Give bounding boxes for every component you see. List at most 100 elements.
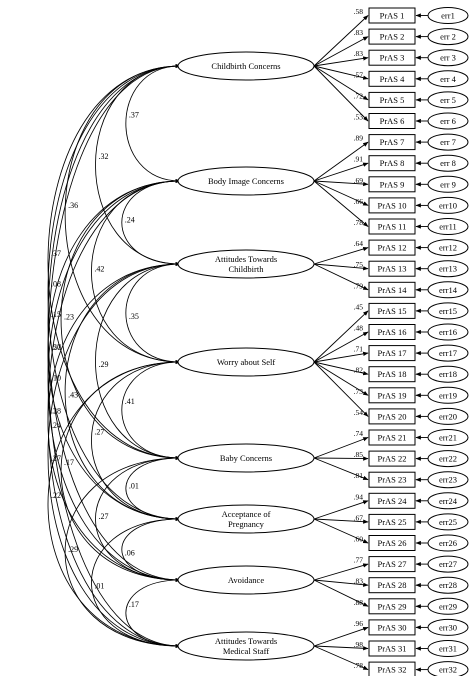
correlation-value: .32 [98,152,108,161]
error-term: err 7 [415,133,469,151]
error-label: err 3 [440,53,456,63]
correlation-arc [125,577,181,649]
correlation-arc [47,63,181,583]
indicator-box [368,471,416,488]
correlation-value: .01 [129,482,139,491]
loading-value: .53 [354,113,364,122]
error-term: err20 [415,407,469,425]
error-label: err 2 [440,32,456,42]
loading-path [313,65,369,80]
error-term: err 5 [415,91,469,109]
error-term: err31 [415,640,469,657]
indicator-box [368,324,416,340]
indicator-label: PrAS 19 [377,390,406,400]
indicator-label: PrAS 21 [377,433,406,443]
error-ellipse [427,175,469,193]
error-ellipse [427,576,469,594]
error-ellipse [427,154,469,172]
latent-ellipse [177,565,315,595]
error-term: err 2 [415,28,469,46]
indicator: PrAS 15 [368,302,416,319]
loading-path [313,180,369,227]
correlation-value: .57 [51,343,61,352]
loading-path [313,645,369,671]
loading-value: .58 [354,7,364,16]
loading-path [313,518,369,544]
correlation-arc [64,455,181,649]
error-ellipse [427,302,469,320]
loading-value: .85 [354,450,364,459]
indicator: PrAS 8 [368,155,416,172]
indicator: PrAS 7 [368,134,416,151]
latent-ellipse [177,347,315,377]
correlation-value: .28 [51,407,61,416]
indicator-label: PrAS 8 [380,158,405,168]
correlation-arcs: .37.32.36.37.08.15.57.24.42.23.20.10.28.… [47,63,181,649]
error-label: err14 [439,285,458,295]
correlation-arc [91,359,181,522]
error-term: err1 [415,7,469,24]
indicator-box [368,91,416,108]
error-label: err1 [441,11,455,21]
loading-value: .74 [354,429,364,438]
loading-path [313,56,369,67]
error-ellipse [427,492,469,510]
loading-path [313,180,369,187]
error-term: err32 [415,661,469,679]
indicator-label: PrAS 25 [377,517,406,527]
error-label: err29 [439,601,457,611]
loading-path [313,263,369,291]
correlation-value: .08 [51,280,61,289]
error-ellipse [427,386,469,404]
error-term: err14 [415,281,469,299]
indicator-box [368,408,416,425]
indicator: PrAS 25 [368,513,416,530]
indicator: PrAS 30 [368,619,416,636]
indicator-box [368,239,416,256]
indicator: PrAS 14 [368,281,416,298]
error-term: err11 [415,218,469,235]
error-label: err 8 [440,158,456,168]
error-label: err32 [439,665,457,675]
indicator-box [368,176,416,193]
loading-path [313,361,369,417]
loading-path [313,456,369,461]
correlation-arc [64,261,181,522]
loading-value: .91 [354,155,364,164]
correlation-value: .29 [68,545,78,554]
correlation-arc [125,261,181,365]
loading-path [313,65,369,101]
correlation-arc [47,359,181,649]
error-label: err12 [439,243,457,253]
correlation-arc [60,178,181,461]
loading-path [313,162,369,182]
loading-value: .94 [354,492,364,501]
error-ellipse [427,365,469,383]
loading-path [313,141,369,182]
loading-value: .78 [354,218,364,227]
loading-value: .72 [354,91,364,100]
correlation-value: .17 [64,458,74,467]
loading-value: .83 [354,577,364,586]
loading-path [313,645,369,651]
loading-value: .83 [354,28,364,37]
indicator: PrAS 10 [368,197,416,214]
error-term: err 3 [415,49,469,67]
indicator-label: PrAS 15 [377,306,406,316]
indicator-box [368,302,416,319]
latent-ellipse [177,504,315,534]
correlation-arc [47,63,181,522]
error-term: err12 [415,239,469,257]
indicator: PrAS 27 [368,556,416,573]
indicator-box [368,598,416,615]
correlation-value: .27 [94,428,104,437]
indicator-box [368,345,416,362]
latent-factor: Childbirth Concerns [177,51,315,81]
correlation-value: .10 [51,374,61,383]
loading-path [313,518,369,524]
error-term: err19 [415,386,469,404]
error-label: err20 [439,411,457,421]
indicator-label: PrAS 3 [380,53,405,63]
